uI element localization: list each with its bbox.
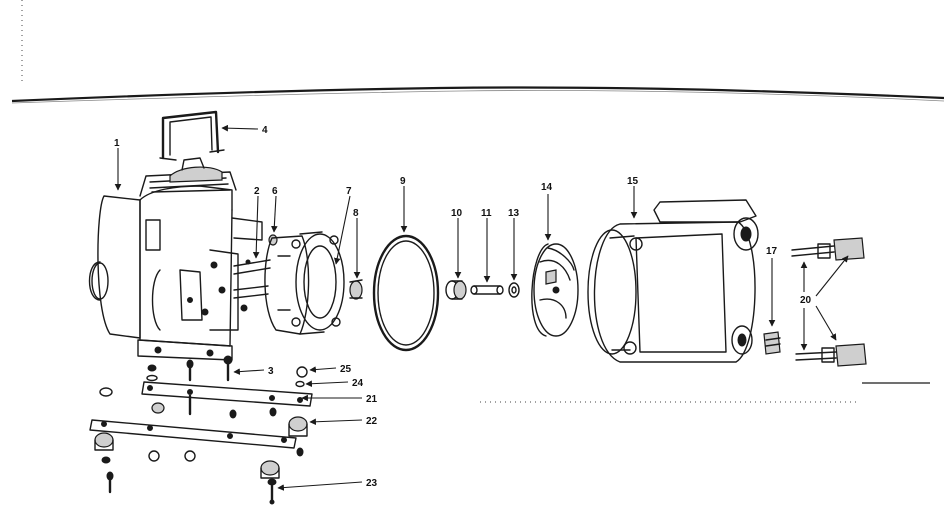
leader-3 [233, 368, 265, 375]
callout-9: 9 [400, 176, 406, 187]
callout-11: 11 [481, 208, 492, 219]
part-8-sleeve [349, 279, 363, 300]
callout-24: 24 [352, 378, 364, 389]
callout-23: 23 [366, 478, 378, 489]
part-17-plug [763, 331, 781, 355]
part-13-washer [508, 282, 520, 298]
part-10-seal [445, 280, 467, 300]
part-7-adapter [264, 231, 345, 335]
part-15-pump-body [587, 199, 759, 363]
leader-24 [305, 380, 349, 388]
callout-13: 13 [508, 208, 520, 219]
part-3-bolt [223, 355, 233, 382]
leader-22 [309, 418, 363, 426]
leader-lines [114, 124, 849, 491]
callout-10: 10 [451, 208, 463, 219]
callout-20: 20 [800, 295, 812, 306]
callout-3: 3 [268, 366, 274, 377]
callout-4: 4 [262, 125, 268, 136]
callout-14: 14 [541, 182, 553, 193]
callout-6: 6 [272, 186, 278, 197]
part-22-mounts [94, 387, 308, 479]
leader-2 [252, 195, 260, 259]
leader-20-right-up [815, 255, 849, 297]
part-24-washer [295, 380, 305, 388]
leader-4 [221, 124, 259, 132]
leader-25 [309, 366, 337, 373]
leader-6 [271, 195, 278, 233]
leader-23 [277, 481, 363, 491]
leader-7 [333, 195, 351, 265]
page-edge-line [11, 86, 944, 103]
callout-21: 21 [366, 394, 378, 405]
part-20-bolts [791, 237, 867, 367]
callout-17: 17 [766, 246, 778, 257]
part-25-nut [296, 366, 308, 378]
part-2-studs [233, 259, 271, 312]
part-23-bolt [267, 478, 277, 505]
bottom-small-hardware [146, 359, 194, 382]
page-edge-shadow [11, 90, 944, 104]
part-21-lower-plate [89, 419, 297, 494]
part-4-handle [159, 110, 225, 161]
part-9-gasket [372, 234, 440, 352]
callout-labels: 1 2 3 4 6 7 8 9 10 11 13 14 15 17 20 21 … [114, 125, 812, 489]
callout-2: 2 [254, 186, 260, 197]
callout-15: 15 [627, 176, 639, 187]
callout-22: 22 [366, 416, 378, 427]
part-21-base-plate [141, 381, 313, 419]
callout-8: 8 [353, 208, 359, 219]
part-11-pin [470, 285, 504, 295]
callout-7: 7 [346, 186, 352, 197]
part-14-impeller [531, 243, 579, 337]
part-1-engine [88, 157, 263, 361]
callout-1: 1 [114, 138, 120, 149]
leader-20-right-down [815, 305, 837, 341]
callout-25: 25 [340, 364, 352, 375]
